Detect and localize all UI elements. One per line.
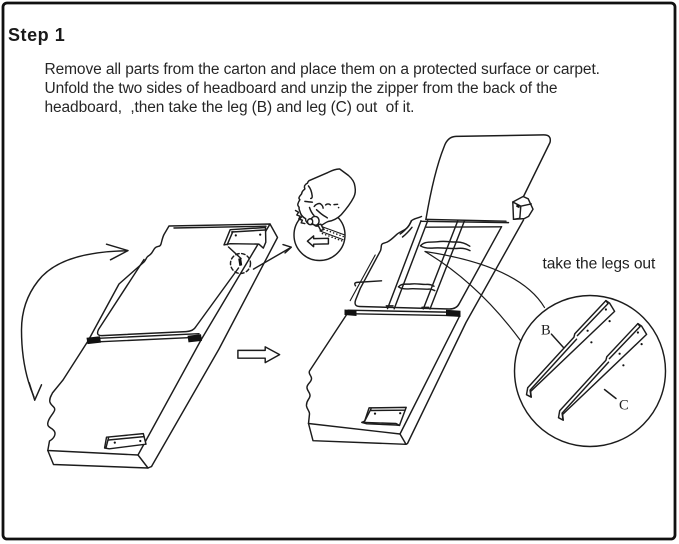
svg-text:C: C: [619, 398, 629, 414]
svg-text:B: B: [541, 323, 551, 339]
svg-text:take the legs out: take the legs out: [543, 256, 657, 273]
